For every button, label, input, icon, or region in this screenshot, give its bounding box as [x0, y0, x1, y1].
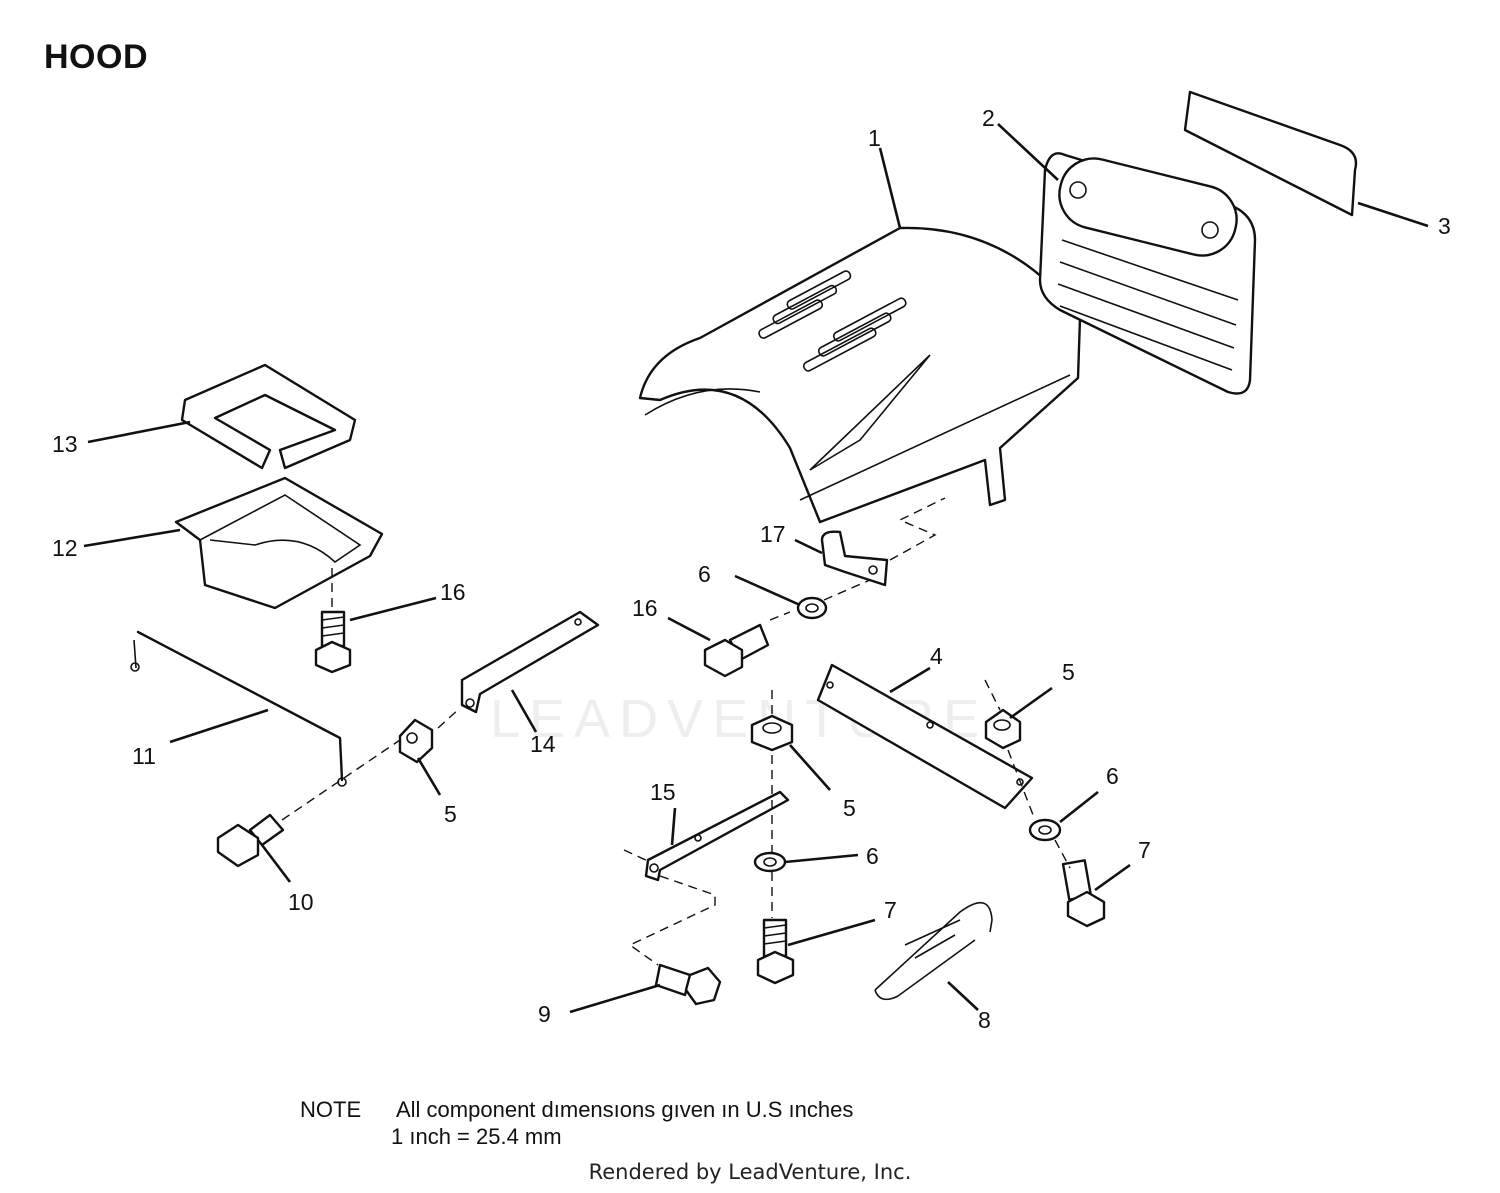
- part-16-bolt-left[interactable]: [314, 610, 352, 674]
- callout-12: 12: [52, 535, 78, 561]
- part-9-bolt[interactable]: [654, 963, 722, 1006]
- part-6-washer-right[interactable]: [1028, 818, 1062, 842]
- callout-11: 11: [132, 743, 156, 769]
- part-5-nut-center[interactable]: [750, 714, 794, 752]
- part-7-bolt-right[interactable]: [1061, 859, 1106, 928]
- callout-3: 3: [1438, 213, 1451, 239]
- callout-5-left: 5: [444, 801, 457, 827]
- callout-2: 2: [982, 105, 995, 131]
- part-13-seal[interactable]: [180, 363, 357, 470]
- part-16-bolt-center[interactable]: [703, 623, 770, 678]
- note-line2: 1 ınch = 25.4 mm: [391, 1124, 562, 1149]
- note-line1: All component dımensıons gıven ın U.S ın…: [396, 1097, 854, 1122]
- assembly-dashed-lines: [281, 497, 1071, 966]
- part-5-nut-left[interactable]: [398, 718, 434, 764]
- part-11-hood-rod[interactable]: [130, 630, 347, 787]
- callout-1: 1: [868, 125, 881, 151]
- part-12-dash-panel[interactable]: [174, 476, 384, 610]
- part-1-hood[interactable]: [638, 226, 1082, 524]
- dimension-note: NOTE All component dımensıons gıven ın U.…: [300, 1097, 853, 1123]
- part-6-washer-center[interactable]: [753, 851, 787, 873]
- part-2-grille[interactable]: [1038, 151, 1257, 395]
- part-17-clip[interactable]: [820, 530, 889, 587]
- part-10-bolt[interactable]: [216, 813, 285, 868]
- callout-6-center: 6: [866, 843, 879, 869]
- callout-5-center: 5: [843, 795, 856, 821]
- callout-17: 17: [760, 521, 786, 547]
- callout-5-right: 5: [1062, 659, 1075, 685]
- callout-7-right: 7: [1138, 837, 1151, 863]
- callout-4: 4: [930, 643, 943, 669]
- part-15-bracket[interactable]: [644, 790, 790, 882]
- callout-10: 10: [288, 889, 314, 915]
- callout-15: 15: [650, 779, 676, 805]
- page-title: HOOD: [44, 38, 148, 76]
- part-7-bolt-center[interactable]: [756, 918, 795, 985]
- part-5-nut-right[interactable]: [984, 708, 1022, 750]
- part-3-grille-trim[interactable]: [1183, 90, 1358, 217]
- part-6-washer-upper[interactable]: [796, 596, 828, 620]
- callout-8: 8: [978, 1007, 991, 1033]
- callout-7-center: 7: [884, 897, 897, 923]
- callout-16-center: 16: [632, 595, 658, 621]
- note-prefix: NOTE: [300, 1097, 362, 1122]
- callout-6-upper: 6: [698, 561, 711, 587]
- callout-9: 9: [538, 1001, 551, 1027]
- callout-16-left: 16: [440, 579, 466, 605]
- footer-credit: Rendered by LeadVenture, Inc.: [588, 1160, 912, 1184]
- part-14-bracket[interactable]: [460, 610, 600, 714]
- callout-13: 13: [52, 431, 78, 457]
- part-8-decal[interactable]: [874, 902, 993, 1001]
- callout-14: 14: [530, 731, 556, 757]
- callout-leaders: [83, 123, 1429, 1014]
- part-4-plate[interactable]: [816, 663, 1034, 810]
- callout-6-right: 6: [1106, 763, 1119, 789]
- callout-labels: 1 2 3 13 12 16 11 14 5 10 17 6 16 4 5 5 …: [52, 105, 1451, 1033]
